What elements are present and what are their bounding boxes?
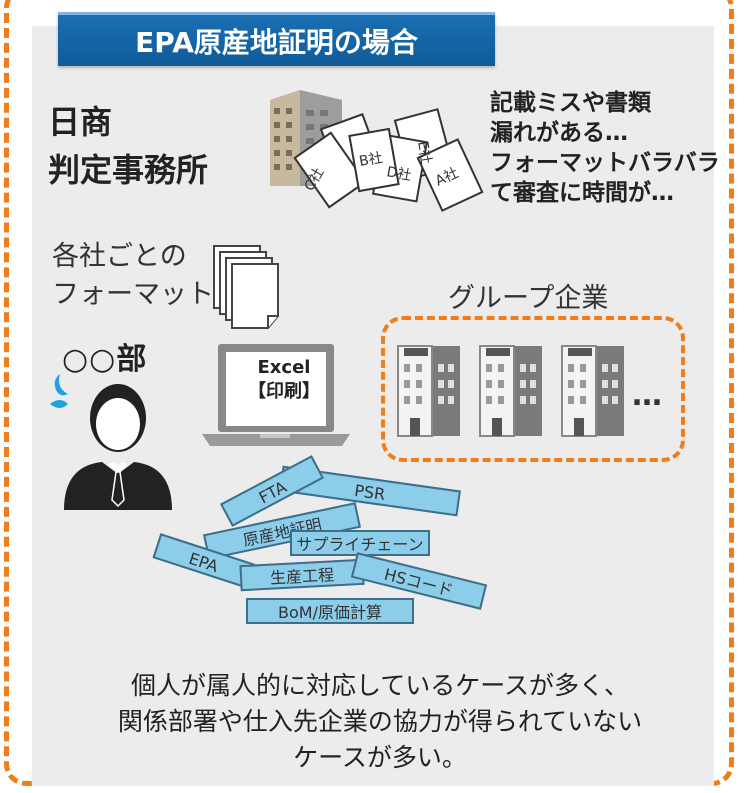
laptop-line2: 【印刷】 [248,381,320,402]
doc-label-d: D社 [385,164,412,184]
group-companies-label: グループ企業 [448,283,609,314]
department-label: ○○部 [62,334,146,378]
department-suffix: 部 [116,342,147,377]
laptop-screen-text: Excel 【印刷】 [230,356,338,404]
format-label: 各社ごとの フォーマット [52,241,214,310]
laptop-icon [202,344,350,446]
scattered-documents-icon: E社 B社 D社 A社 C社 [293,108,484,212]
company-building-icon [397,345,460,437]
office-name: 日商 判定事務所 [48,98,208,194]
worried-person-icon [50,374,172,510]
department-prefix: ○○ [62,342,117,377]
doc-label-b: B社 [358,150,384,170]
title-text: EPA原産地証明の場合 [135,25,418,59]
company-building-icon [561,345,624,437]
summary-note: 個人が属人的に対応しているケースが多く、 関係部署や仕入先企業の協力が得られてい… [117,671,643,772]
office-name-line2: 判定事務所 [48,151,209,189]
group-buildings [397,345,624,437]
doc-label-e: E社 [414,140,434,165]
laptop-line1: Excel [257,357,311,378]
group-ellipsis: … [632,378,664,413]
office-name-line1: 日商 [48,103,113,141]
company-building-icon [479,345,542,437]
tag-bom-cost-calc: BoM/原価計算 [246,598,414,624]
group-companies-box [381,316,685,462]
complaint-text: 記載ミスや書類 漏れがある… フォーマットバラバラ て審査に時間が… [490,90,720,206]
sweat-drop-icon [54,374,68,396]
paper-stack-icon [213,245,279,329]
title-banner: EPA原産地証明の場合 [58,12,495,66]
